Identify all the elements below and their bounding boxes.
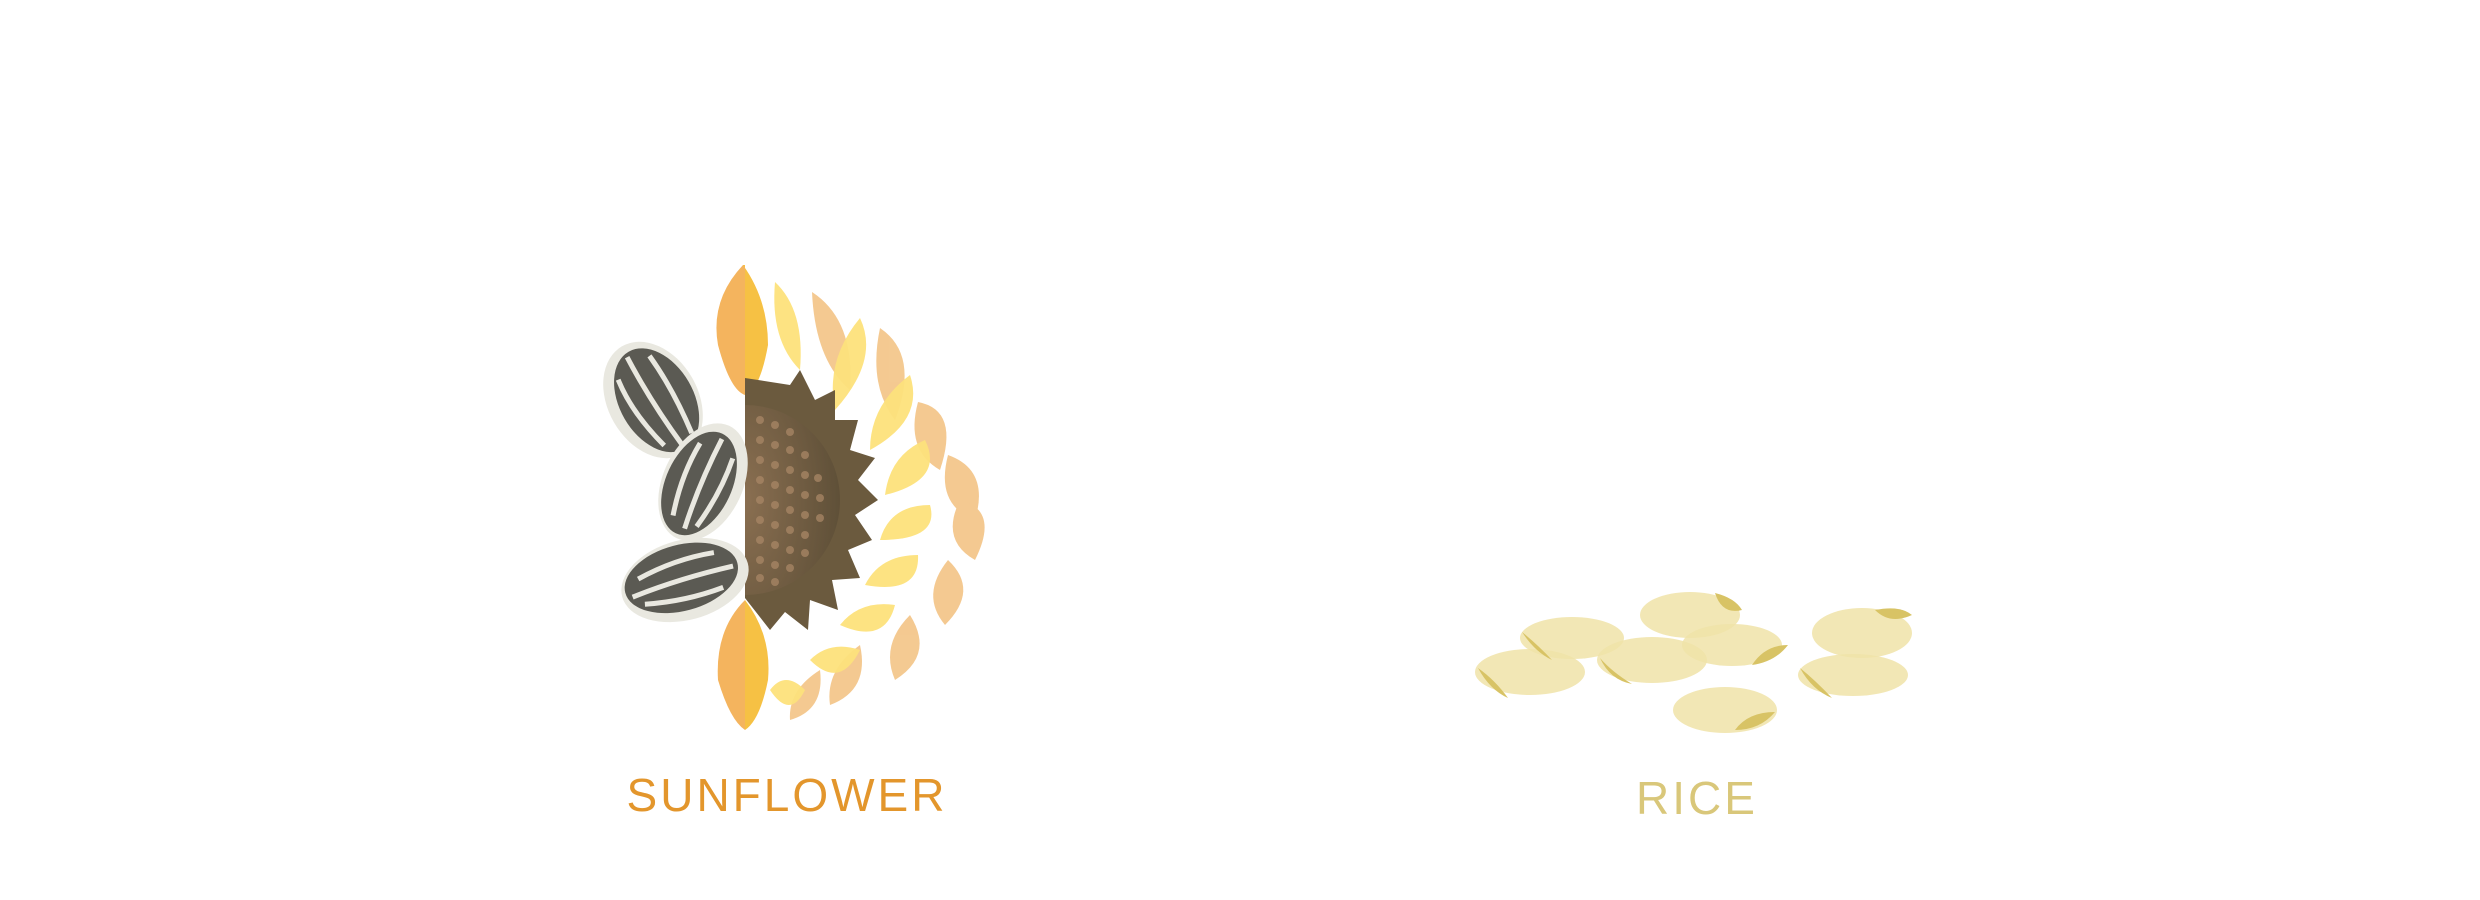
rice-grain	[1812, 608, 1912, 658]
sunflower-seed-top	[603, 341, 703, 459]
sunflower-icon	[603, 265, 985, 730]
sunflower-seed-texture	[756, 416, 824, 586]
sunflower-front-petals	[770, 282, 932, 705]
rice-grain	[1520, 617, 1624, 660]
sunflower-gold-petals	[716, 265, 769, 730]
sunflower-center-disc	[745, 405, 840, 595]
rice-grain	[1682, 624, 1788, 666]
sunflower-seed-bottom	[621, 537, 749, 623]
rice-grains-icon	[1475, 592, 1912, 733]
rice-grain	[1798, 654, 1908, 698]
rice-grain	[1597, 637, 1707, 684]
rice-label: RICE	[1636, 772, 1758, 824]
rice-grain	[1673, 687, 1777, 733]
sunflower-back-petals	[789, 292, 985, 720]
sunflower-seed-middle	[658, 423, 748, 541]
rice-grain	[1475, 649, 1585, 698]
sunflower-label: SUNFLOWER	[626, 769, 948, 821]
